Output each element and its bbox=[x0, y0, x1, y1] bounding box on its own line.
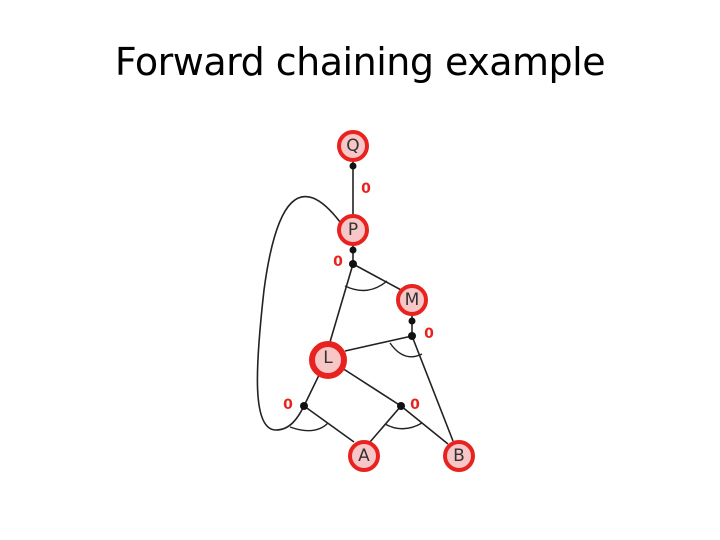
junction-j4 bbox=[397, 402, 405, 410]
edge-l-j2 bbox=[344, 335, 413, 352]
node-label-p: P bbox=[348, 220, 358, 240]
and-arcs bbox=[289, 280, 423, 432]
edge-j3-l bbox=[303, 372, 321, 407]
node-l: L bbox=[309, 341, 347, 379]
count-ab-l: 0 bbox=[410, 397, 420, 413]
edge-a-j3 bbox=[303, 405, 355, 443]
node-label-q: Q bbox=[346, 136, 359, 156]
junction-dots bbox=[300, 162, 416, 410]
count-bl-m: 0 bbox=[424, 326, 434, 342]
arrowhead-m bbox=[408, 317, 416, 325]
node-label-b: B bbox=[453, 446, 465, 466]
node-label-a: A bbox=[358, 446, 370, 466]
count-p-q: 0 bbox=[361, 181, 371, 197]
count-ap-l: 0 bbox=[283, 397, 293, 413]
and-arc-j3 bbox=[289, 422, 329, 432]
node-q: Q bbox=[337, 130, 369, 162]
arrowhead-p bbox=[349, 246, 357, 254]
edge-m-j1 bbox=[352, 263, 404, 292]
slide-title: Forward chaining example bbox=[114, 40, 606, 84]
node-m: M bbox=[396, 284, 428, 316]
arrowhead-q bbox=[349, 162, 357, 170]
edge-p-loop-j3 bbox=[256, 195, 341, 431]
junction-j2 bbox=[408, 332, 416, 340]
junction-j3 bbox=[300, 402, 308, 410]
node-b: B bbox=[443, 440, 475, 472]
junction-j1 bbox=[349, 260, 357, 268]
edge-b-j4 bbox=[400, 405, 449, 445]
node-a: A bbox=[348, 440, 380, 472]
node-p: P bbox=[337, 214, 369, 246]
edge-b-j2 bbox=[411, 335, 454, 442]
edges bbox=[256, 160, 454, 445]
edge-j4-l bbox=[341, 367, 402, 407]
node-label-m: M bbox=[405, 290, 420, 310]
nodes: Q P M L A B bbox=[309, 130, 475, 472]
node-label-l: L bbox=[323, 348, 333, 368]
count-lm-p: 0 bbox=[333, 254, 343, 270]
and-arc-j1 bbox=[344, 280, 388, 292]
edge-l-j1 bbox=[329, 263, 354, 343]
and-arc-j2 bbox=[389, 342, 423, 358]
and-arc-j4 bbox=[384, 422, 423, 430]
count-labels: 0 0 0 0 0 bbox=[283, 181, 434, 413]
